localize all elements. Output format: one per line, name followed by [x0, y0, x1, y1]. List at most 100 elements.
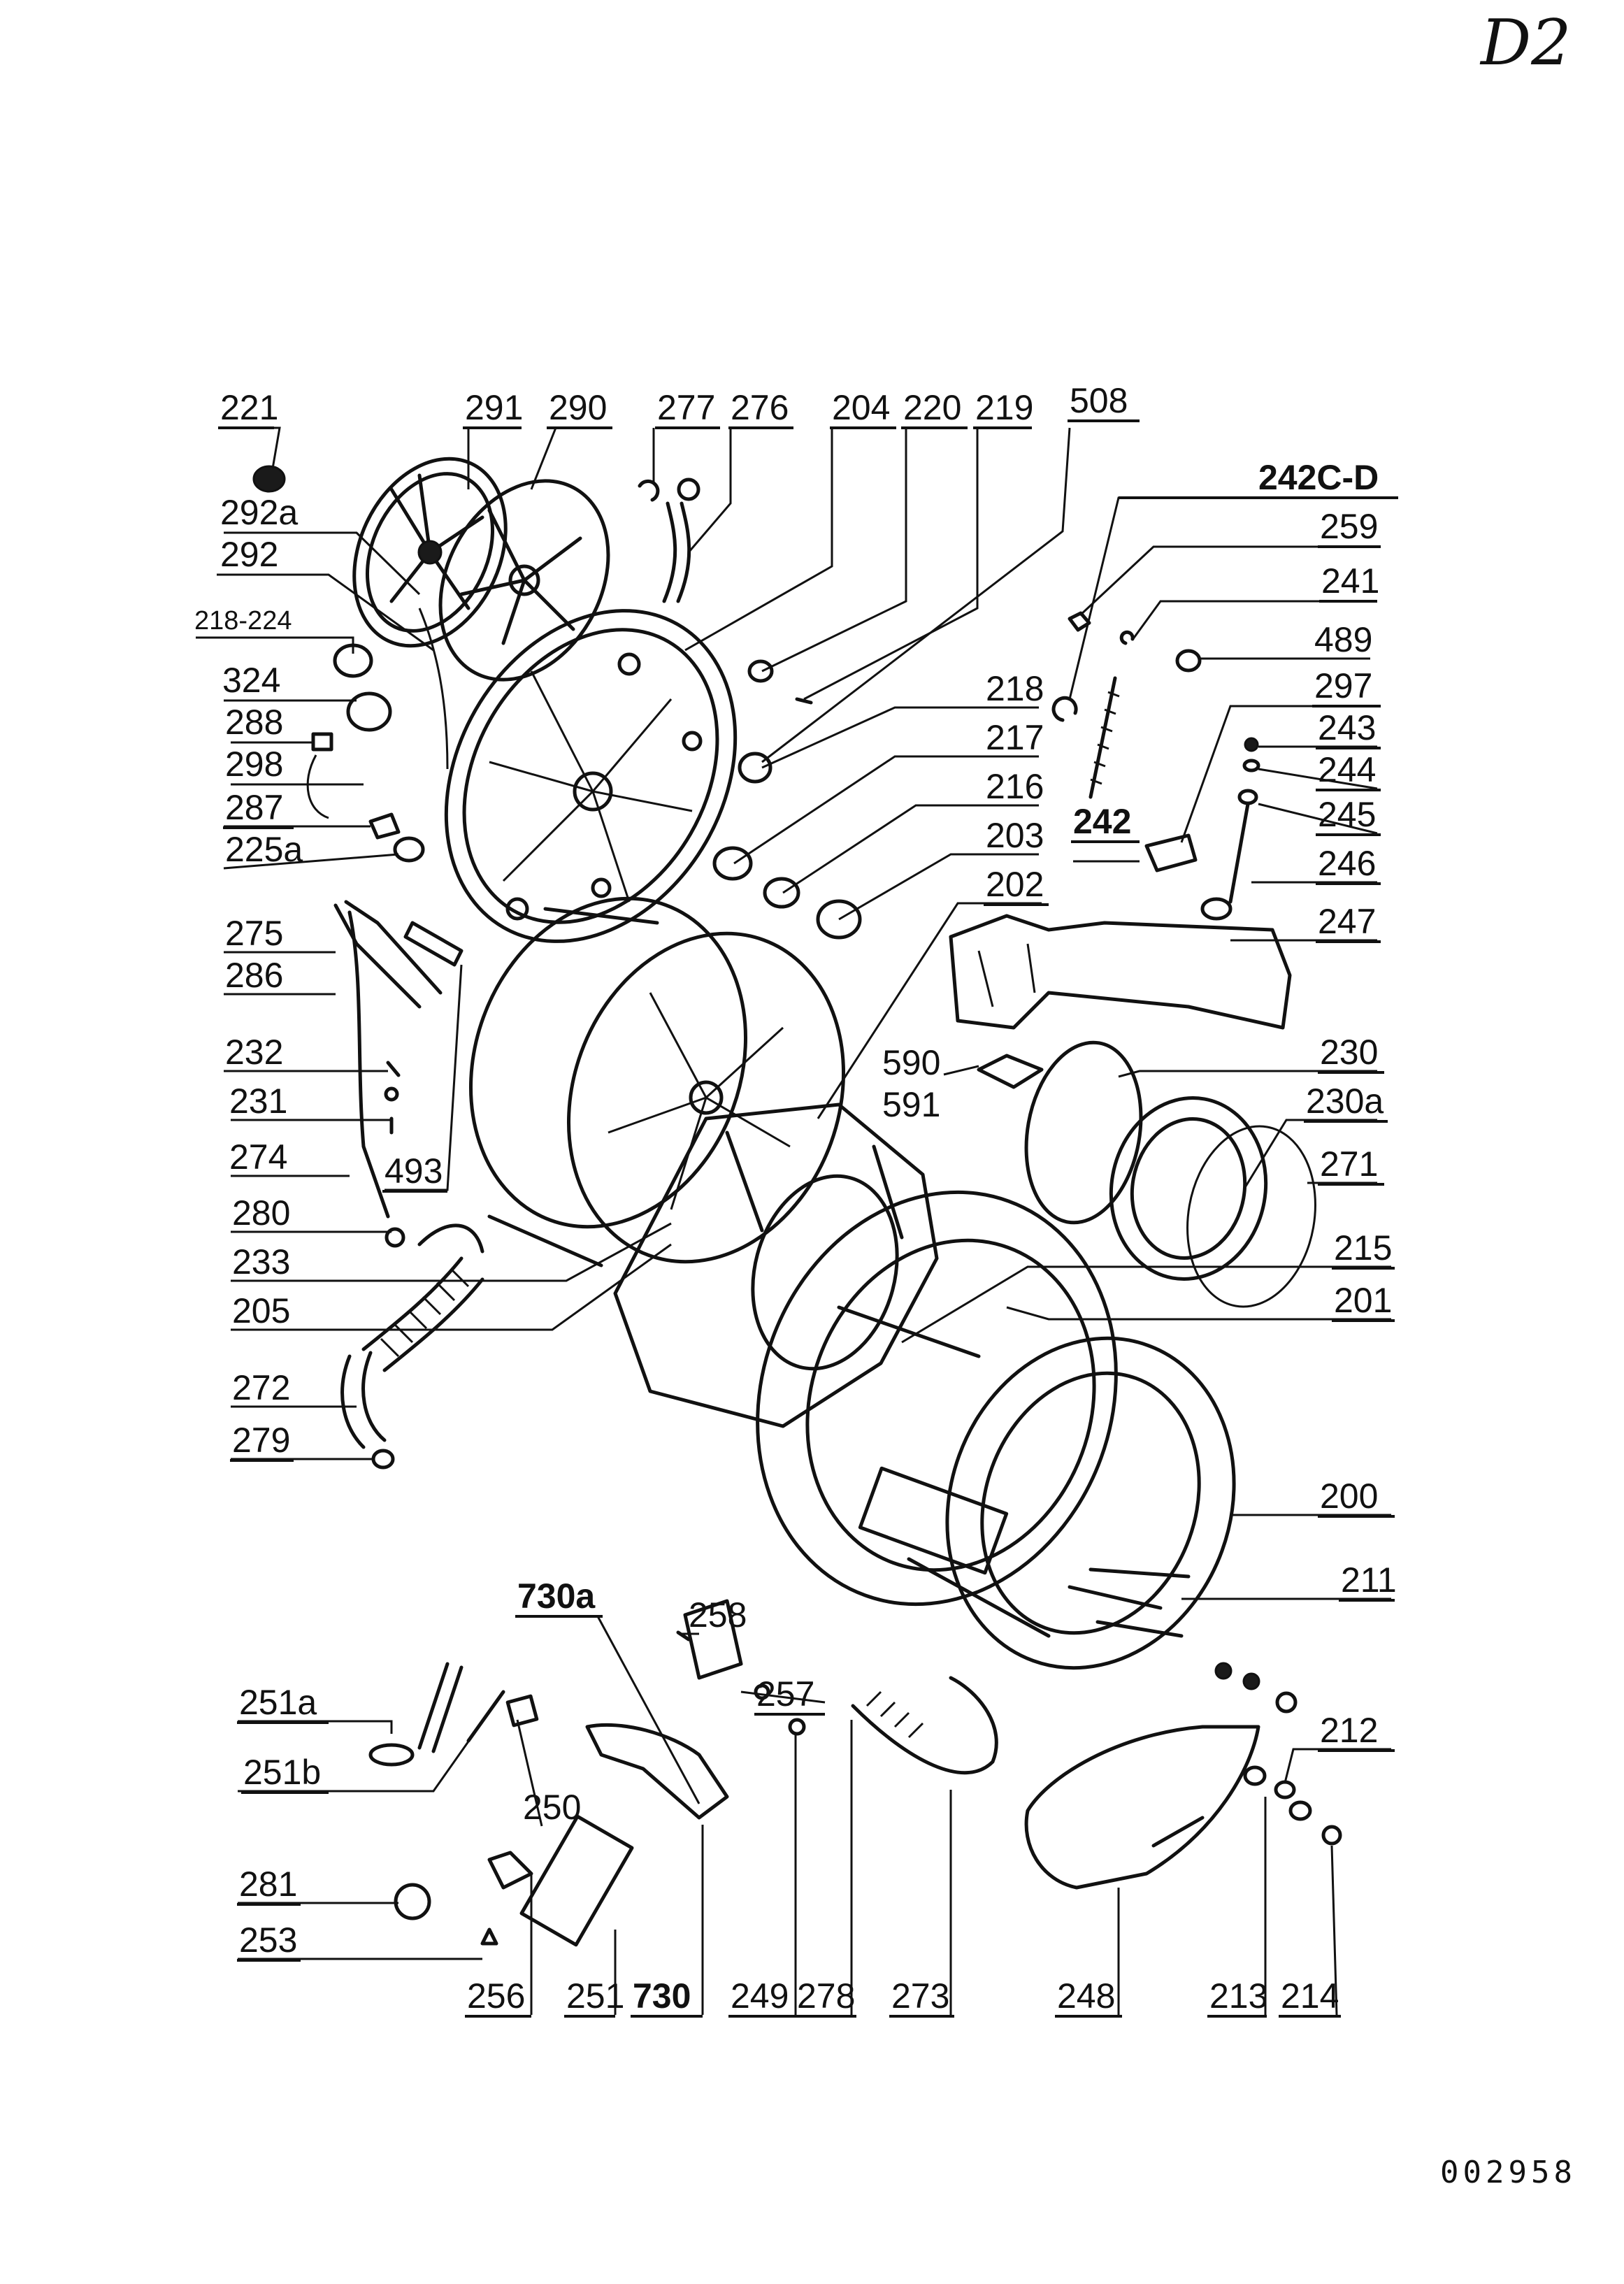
part-label-279: 279 — [232, 1421, 290, 1460]
part-label-297: 297 — [1314, 666, 1372, 705]
part-label-730: 730 — [633, 1976, 691, 2016]
screw-258-icon — [676, 1630, 691, 1642]
part-label-202: 202 — [986, 865, 1044, 904]
part-label-280: 280 — [232, 1193, 290, 1233]
part-label-258: 258 — [689, 1595, 747, 1635]
washer-220-icon — [747, 659, 774, 683]
part-label-493: 493 — [385, 1151, 443, 1191]
nut-243-icon — [1244, 737, 1259, 752]
part-label-215: 215 — [1334, 1228, 1392, 1267]
part-label-730a: 730a — [517, 1576, 596, 1616]
part-label-205: 205 — [232, 1291, 290, 1330]
rear-tub-204-drawing — [444, 609, 738, 943]
part-label-244: 244 — [1318, 750, 1376, 789]
drawing-artwork — [252, 457, 1342, 1947]
rod-251a-drawing — [417, 1662, 464, 1753]
hose-272-drawing — [340, 1354, 366, 1449]
part-label-272: 272 — [232, 1368, 290, 1407]
nut-231-icon — [384, 1086, 399, 1102]
part-label-203: 203 — [986, 816, 1044, 855]
nut-225a-icon — [393, 836, 425, 863]
bracket-257-drawing — [683, 1599, 743, 1680]
part-label-217: 217 — [986, 718, 1044, 757]
rod-246-drawing — [1228, 802, 1250, 904]
part-label-277: 277 — [657, 388, 715, 427]
bearing-216-icon — [763, 877, 800, 909]
cable-298-drawing — [306, 754, 329, 819]
washer-245-icon — [1237, 789, 1258, 805]
hose-273-drawing — [851, 1676, 998, 1775]
heater-286-drawing — [333, 900, 443, 1009]
drum-202-drawing — [468, 896, 846, 1267]
belt-292-drawing — [418, 608, 449, 770]
part-label-247: 247 — [1318, 902, 1376, 941]
part-label-273: 273 — [891, 1976, 949, 2016]
cradle-248-drawing — [1024, 1725, 1260, 1890]
clip-256-icon — [487, 1851, 533, 1890]
plug-icon — [677, 477, 700, 501]
bracket-730-drawing — [585, 1723, 729, 1820]
plate-590-icon — [977, 1054, 1044, 1089]
part-label-241: 241 — [1321, 561, 1379, 601]
nut-214-icon — [1321, 1825, 1342, 1846]
strip-493-icon — [403, 921, 464, 967]
part-label-219: 219 — [975, 388, 1033, 427]
hose-276-drawing — [662, 501, 677, 603]
part-label-243: 243 — [1318, 708, 1376, 747]
washer-212-icon — [1243, 1765, 1267, 1786]
part-label-225a: 225a — [225, 830, 303, 869]
frame-251-drawing — [519, 1814, 634, 1947]
part-label-288: 288 — [225, 703, 283, 742]
part-label-259: 259 — [1320, 507, 1378, 546]
part-label-220: 220 — [903, 388, 961, 427]
bracket-297-icon — [1144, 833, 1198, 872]
cap-icon — [252, 465, 286, 493]
part-label-251: 251 — [566, 1976, 624, 2016]
part-label-286: 286 — [225, 956, 283, 995]
part-label-250: 250 — [523, 1788, 581, 1827]
washer-489-icon — [1175, 649, 1202, 673]
part-label-271: 271 — [1320, 1144, 1378, 1184]
part-label-590: 590 — [882, 1043, 940, 1082]
part-label-231: 231 — [229, 1082, 287, 1121]
clamp-280-icon — [385, 1227, 405, 1248]
foot-281-icon — [394, 1883, 431, 1920]
part-label-278: 278 — [797, 1976, 855, 2016]
washer-244-icon — [1242, 759, 1260, 773]
part-label-324: 324 — [222, 661, 280, 700]
clamp-279-icon — [371, 1449, 395, 1470]
part-label-287: 287 — [225, 788, 283, 827]
connector-288-icon — [311, 732, 333, 752]
bearing-217-icon — [712, 846, 753, 881]
hose-274-drawing — [347, 910, 390, 1219]
part-label-200: 200 — [1320, 1477, 1378, 1516]
hook-241-icon — [1119, 630, 1135, 645]
part-label-221: 221 — [220, 388, 278, 427]
screw-253-icon — [480, 1927, 498, 1946]
elbow-233-drawing — [417, 1223, 484, 1254]
leader-lines — [196, 426, 1391, 2016]
bellows-205-drawing — [361, 1256, 484, 1372]
part-label-251a: 251a — [239, 1683, 317, 1722]
part-label-257: 257 — [756, 1674, 814, 1714]
part-label-242c-d: 242C-D — [1258, 458, 1379, 497]
part-label-489: 489 — [1314, 620, 1372, 659]
part-label-290: 290 — [549, 388, 607, 427]
part-label-230a: 230a — [1306, 1082, 1384, 1121]
part-label-276: 276 — [731, 388, 789, 427]
part-label-213: 213 — [1209, 1976, 1267, 2016]
sensor-324-icon — [346, 691, 392, 732]
seal-203-icon — [816, 899, 862, 940]
part-label-232: 232 — [225, 1033, 283, 1072]
ring-215-drawing — [756, 1190, 1118, 1607]
tub-200-drawing — [805, 1238, 1236, 1670]
part-label-201: 201 — [1334, 1281, 1392, 1320]
part-label-218: 218 — [986, 669, 1044, 708]
reference-number: 002958 — [1440, 2155, 1576, 2190]
part-label-233: 233 — [232, 1242, 290, 1281]
part-label-248: 248 — [1057, 1976, 1115, 2016]
part-label-291: 291 — [465, 388, 523, 427]
part-label-218-224: 218-224 — [194, 606, 292, 635]
part-label-230: 230 — [1320, 1033, 1378, 1072]
